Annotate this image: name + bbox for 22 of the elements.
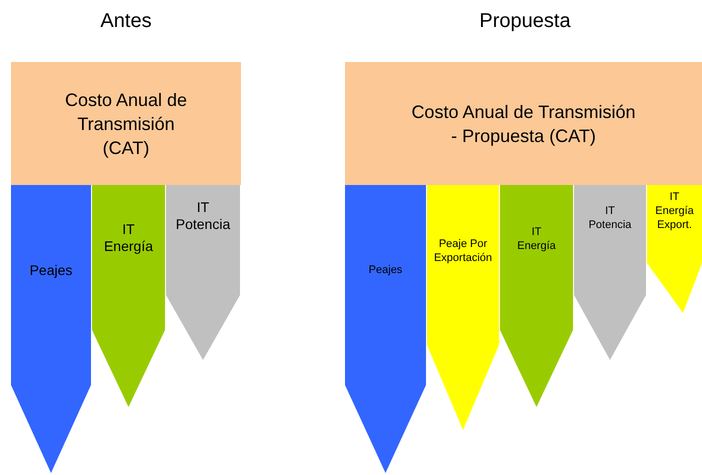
- arrow-label: Peajes: [30, 262, 72, 279]
- down-arrow-shape: [427, 185, 499, 430]
- down-arrow-shape: [166, 185, 240, 360]
- arrow-label: IT Energía Export.: [655, 190, 694, 232]
- section-title: Antes: [100, 10, 152, 33]
- arrow-label: IT Energía: [517, 225, 556, 253]
- header-text: Costo Anual de Transmisión (CAT): [64, 88, 188, 160]
- arrow-label: Peaje Por Exportación: [434, 237, 492, 265]
- down-arrow-shape: [11, 185, 91, 473]
- down-arrow-shape: [345, 185, 426, 473]
- down-arrow-shape: [574, 185, 646, 360]
- arrow-label: IT Potencia: [176, 199, 230, 233]
- header-text: Costo Anual de Transmisión - Propuesta (CAT): [410, 100, 637, 148]
- arrow-label: IT Energía: [104, 221, 154, 255]
- arrow-label: Peajes: [368, 263, 402, 277]
- arrow-label: IT Potencia: [588, 204, 632, 232]
- down-arrow-shape: [647, 185, 702, 313]
- header-box: [11, 62, 241, 185]
- header-box: [345, 62, 702, 185]
- section-title: Propuesta: [479, 10, 571, 33]
- down-arrow-shape: [92, 185, 165, 407]
- down-arrow-shape: [500, 185, 573, 407]
